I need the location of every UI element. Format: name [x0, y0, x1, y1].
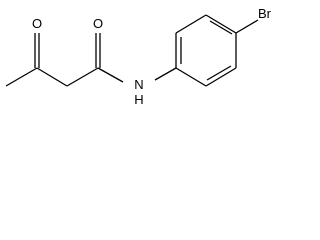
- amide-carbon-to-nitrogen-bond: [97, 67, 124, 83]
- ring-inner-double-bond-3: [206, 65, 232, 81]
- methylene-to-amide-carbon-bond: [66, 67, 99, 87]
- ring-bond-3: [205, 14, 237, 34]
- ring-bond-2: [175, 14, 207, 34]
- ring-inner-double-bond-2: [209, 20, 233, 35]
- bromine-label: Br: [258, 6, 272, 21]
- chemical-structure: O O N H Br: [5, 6, 272, 107]
- ring-to-bromine-bond: [235, 19, 259, 34]
- ring-bond-6: [175, 67, 207, 87]
- ring-bond-5: [205, 67, 237, 87]
- amide-hydrogen-label: H: [134, 92, 143, 107]
- ketone-oxygen-label: O: [32, 16, 42, 31]
- amide-nitrogen-label: N: [134, 77, 143, 92]
- ketone-carbon-to-methylene-bond: [36, 67, 68, 87]
- amide-oxygen-label: O: [93, 16, 103, 31]
- methyl-to-ketone-carbon-bond: [5, 67, 38, 87]
- nitrogen-to-ring-bond: [154, 67, 177, 81]
